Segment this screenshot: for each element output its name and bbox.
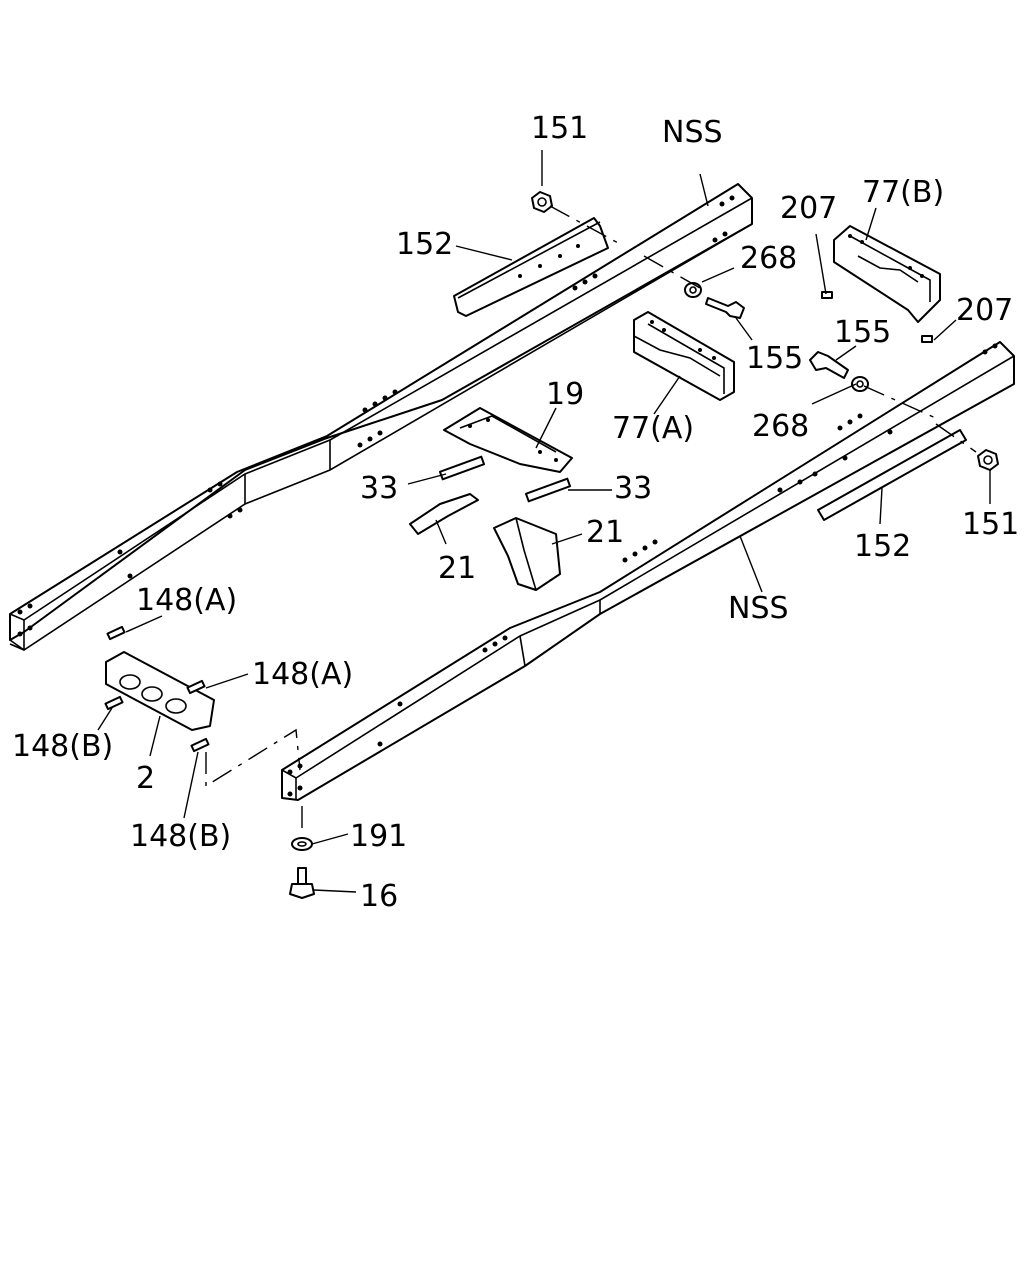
label-77a: 77(A) — [612, 411, 694, 446]
bolt-16 — [289, 867, 315, 899]
label-155-top: 155 — [746, 341, 803, 376]
spacer-207-top — [821, 291, 833, 299]
frame-rail-right — [281, 341, 1015, 801]
nut-151-right — [977, 449, 999, 471]
label-191: 191 — [350, 819, 407, 854]
gusset-33-right — [524, 477, 572, 503]
label-152-right: 152 — [854, 529, 911, 564]
washer-268-right — [851, 376, 869, 392]
label-77b: 77(B) — [862, 175, 944, 210]
label-152-top: 152 — [396, 227, 453, 262]
gusset-33-left — [438, 455, 486, 481]
frame-rail-left-holes — [17, 195, 735, 637]
label-21-left: 21 — [438, 551, 476, 586]
shim-148a-top — [106, 625, 126, 641]
label-nss-top: NSS — [662, 115, 723, 150]
frame-rail-right-holes — [287, 343, 998, 797]
assembly-lines — [205, 205, 977, 836]
label-nss-bottom: NSS — [728, 591, 789, 626]
nut-151-top — [531, 191, 553, 213]
label-148b-bottom: 148(B) — [130, 819, 231, 854]
label-2: 2 — [136, 761, 155, 796]
label-268-right: 268 — [752, 409, 809, 444]
label-16: 16 — [360, 879, 398, 914]
reinforcement-strip-152-top — [453, 217, 609, 317]
washer-268-top — [684, 282, 702, 298]
shim-148b-bottom — [190, 737, 210, 753]
shim-148b-left — [104, 695, 124, 711]
label-268-top: 268 — [740, 241, 797, 276]
crossmember-2 — [105, 651, 215, 731]
washer-191 — [291, 837, 313, 851]
crossmember-19 — [443, 407, 573, 473]
crossmember-77b — [833, 225, 941, 323]
label-19: 19 — [546, 377, 584, 412]
label-207-top: 207 — [780, 191, 837, 226]
reinforcement-strip-152-right — [817, 429, 967, 521]
shim-148a-right — [186, 679, 206, 695]
label-33-left: 33 — [360, 471, 398, 506]
bolt-155-top — [705, 297, 745, 319]
label-148a-right: 148(A) — [252, 657, 353, 692]
label-148a-top: 148(A) — [136, 583, 237, 618]
bracket-21-right — [493, 517, 561, 591]
label-148b-left: 148(B) — [12, 729, 113, 764]
label-21-right: 21 — [586, 515, 624, 550]
crossmember-77a — [633, 311, 735, 401]
callout-labels: 151 NSS 152 268 155 207 77(B) 207 155 26… — [12, 111, 1019, 914]
label-151-right: 151 — [962, 507, 1019, 542]
label-207-right: 207 — [956, 293, 1013, 328]
leader-lines — [97, 150, 991, 893]
spacer-207-right — [921, 335, 933, 343]
label-33-right: 33 — [614, 471, 652, 506]
bolt-155-right — [809, 351, 849, 379]
label-155-right: 155 — [834, 315, 891, 350]
bracket-21-left — [409, 493, 479, 535]
frame-rail-left — [9, 183, 753, 651]
label-151-top: 151 — [531, 111, 588, 146]
